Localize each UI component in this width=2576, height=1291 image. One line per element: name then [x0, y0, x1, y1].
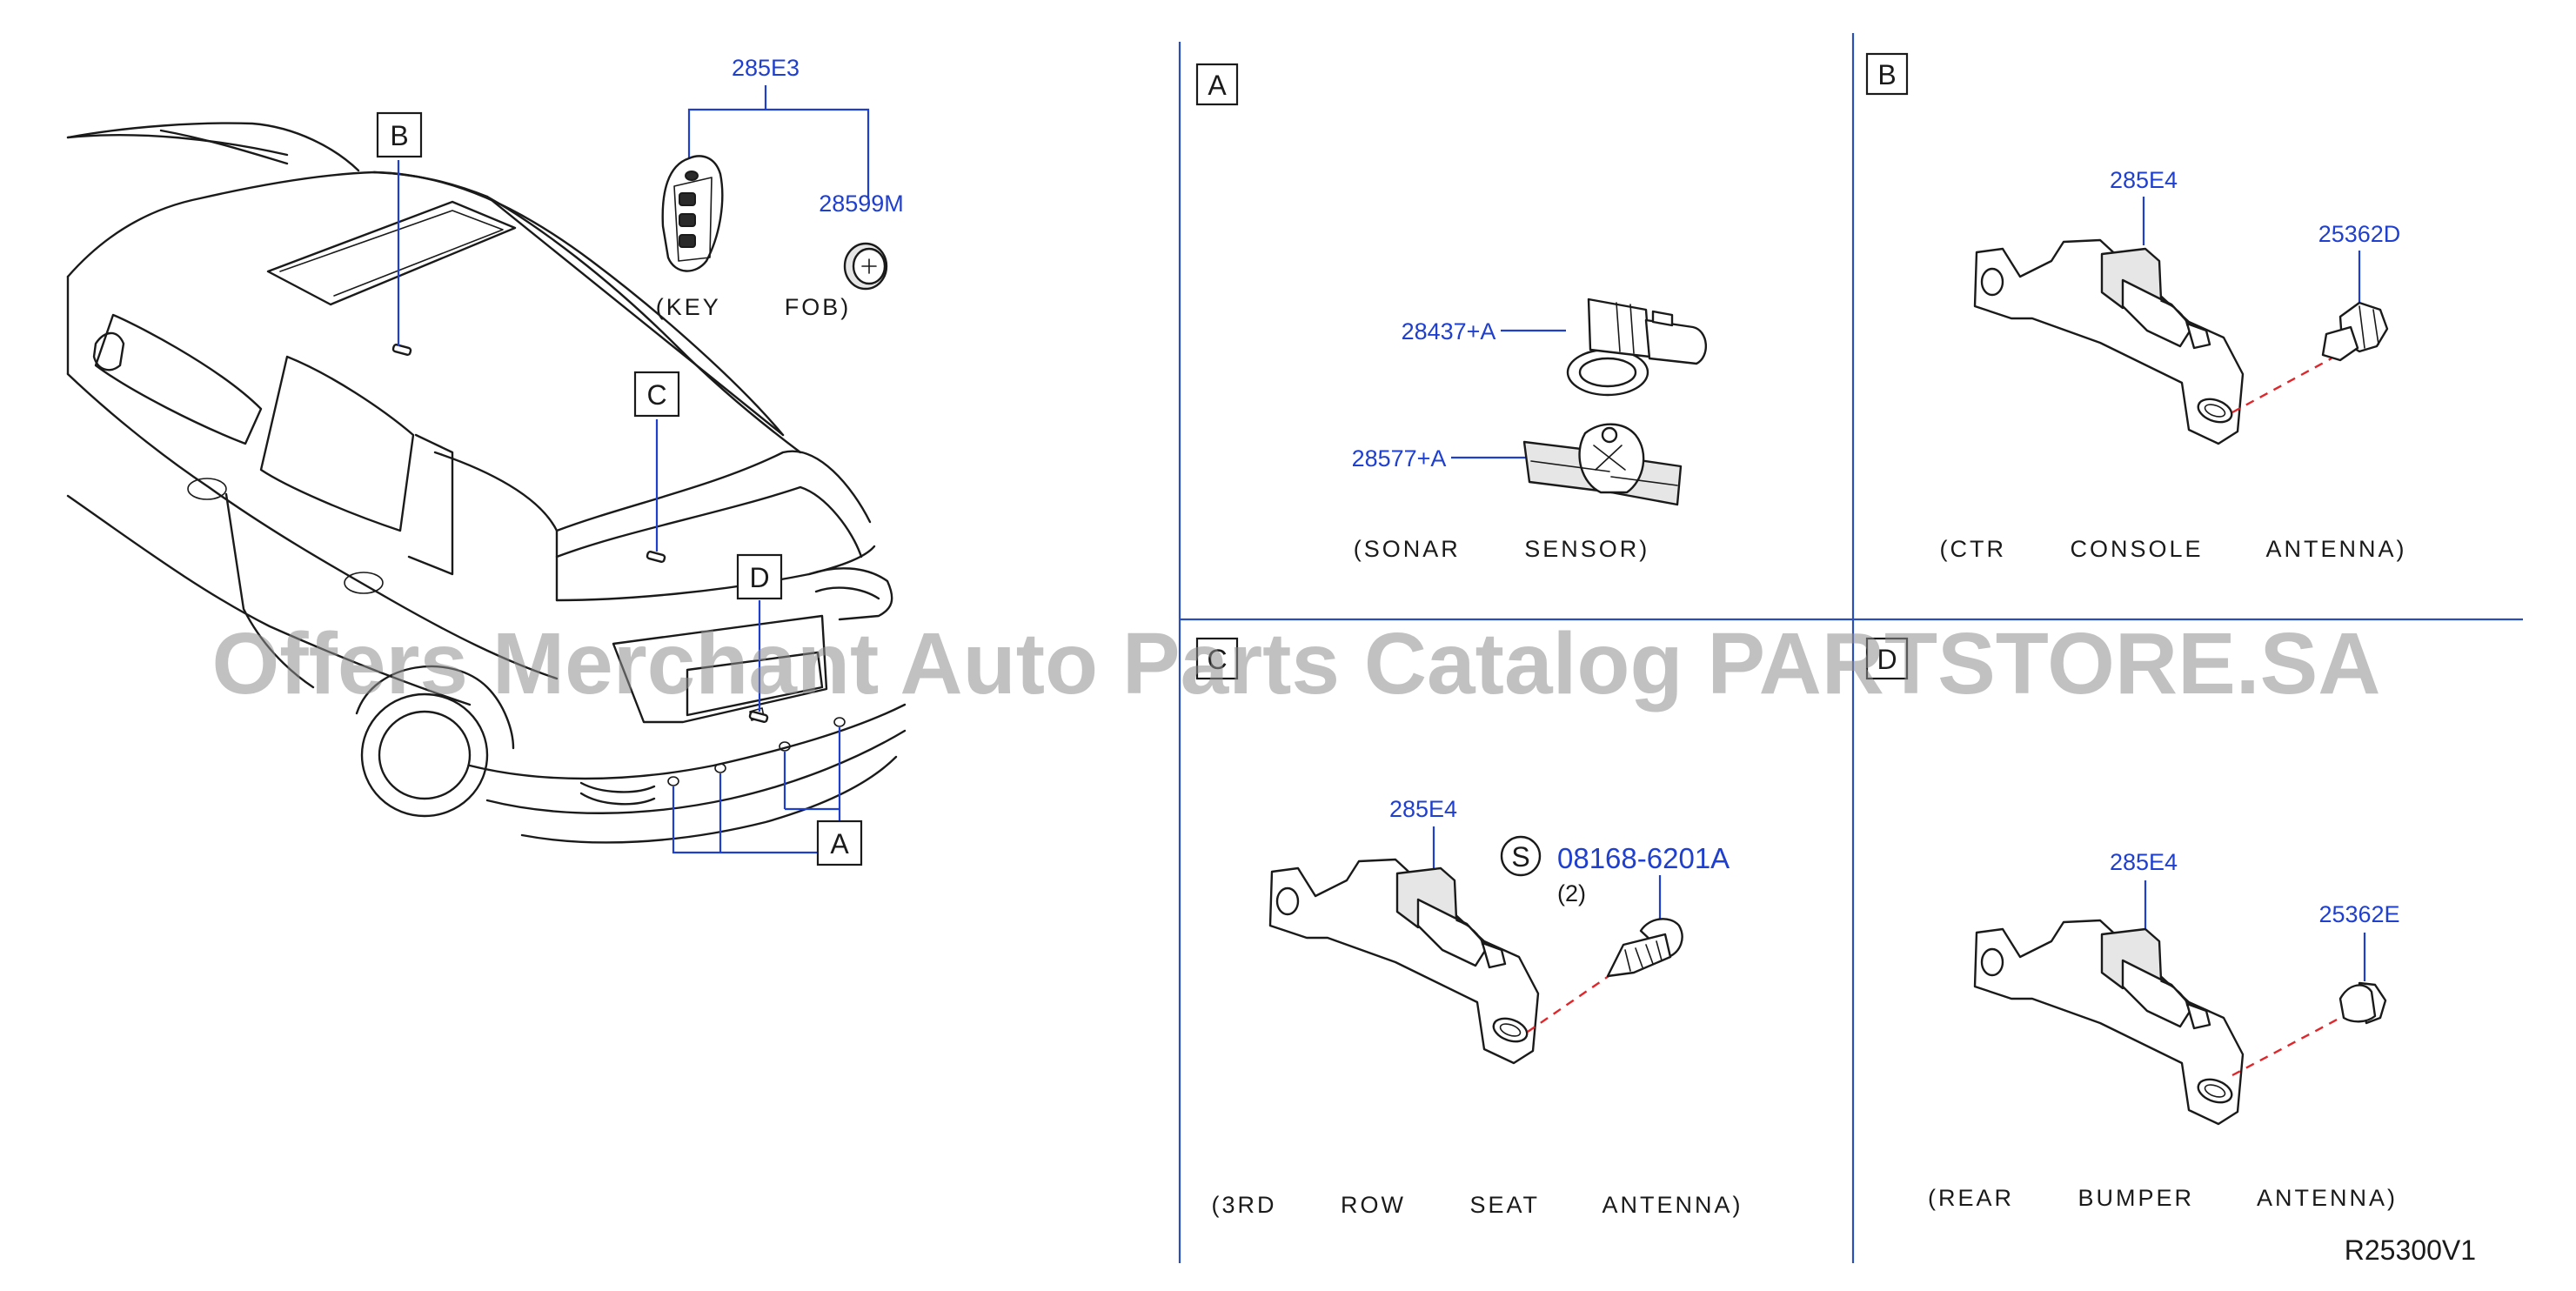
svg-text:D: D [1877, 644, 1897, 675]
caption-key-fob: (KEY FOB) [656, 294, 852, 320]
svg-text:S: S [1511, 841, 1529, 873]
key-fob-group: 285E3 28599M (KEY FOB) [656, 55, 904, 320]
antenna-bracket-icon-d [1973, 919, 2245, 1126]
panel-d-rear-bumper-antenna: D 285E4 25362E (REAR BUMPER ANTENNA) [1865, 637, 2400, 1211]
svg-text:B: B [1877, 59, 1896, 90]
clip-icon-b [2321, 301, 2389, 362]
callout-a-vehicle: A [816, 819, 863, 866]
part-number-285e4-b: 285E4 [2110, 167, 2178, 193]
watermark-text: Offers Merchant Auto Parts Catalog PARTS… [212, 615, 2381, 712]
svg-text:B: B [390, 120, 408, 151]
caption-ctr-console-antenna: (CTR CONSOLE ANTENNA) [1939, 536, 2406, 562]
part-number-285e4-d: 285E4 [2110, 849, 2178, 875]
vehicle-illustration [66, 122, 907, 844]
part-number-08168-6201a: 08168-6201A [1557, 842, 1730, 874]
vehicle-callout-leaders [397, 160, 841, 854]
callout-c-vehicle: C [633, 371, 680, 418]
diagram-reference-number: R25300V1 [2345, 1234, 2476, 1266]
antenna-bracket-icon-c [1268, 858, 1540, 1065]
svg-text:C: C [1207, 644, 1227, 675]
svg-text:D: D [749, 562, 769, 593]
caption-sonar-sensor: (SONAR SENSOR) [1354, 536, 1650, 562]
part-number-28599m: 28599M [819, 191, 904, 217]
battery-icon [843, 242, 888, 291]
caption-third-row-antenna: (3RD ROW SEAT ANTENNA) [1211, 1192, 1743, 1218]
screw-quantity: (2) [1557, 880, 1586, 906]
panel-separators [1178, 33, 2523, 1263]
part-number-28577-a: 28577+A [1352, 445, 1447, 472]
screw-icon [1606, 918, 1683, 978]
sonar-bracket-icon [1522, 423, 1683, 506]
antenna-bracket-icon-b [1973, 238, 2245, 445]
part-number-285e4-c: 285E4 [1389, 796, 1457, 822]
part-number-28437-a: 28437+A [1402, 318, 1496, 344]
clip-icon-d [2338, 981, 2387, 1025]
svg-text:A: A [830, 828, 849, 860]
part-number-285e3: 285E3 [732, 55, 800, 81]
callout-d-vehicle: D [736, 553, 783, 600]
panel-b-ctr-console-antenna: B 285E4 25362D (CTR CONSOLE ANTENNA) [1865, 52, 2406, 562]
screw-standard-symbol: S [1500, 835, 1542, 877]
part-number-25362d: 25362D [2318, 221, 2401, 247]
panel-a-sonar-sensor: A 28437+A 28577+A (SONAR SENSOR) [1195, 63, 1708, 562]
part-number-25362e: 25362E [2318, 901, 2399, 927]
svg-text:C: C [646, 379, 666, 411]
caption-rear-bumper-antenna: (REAR BUMPER ANTENNA) [1928, 1185, 2398, 1211]
svg-text:A: A [1208, 70, 1227, 101]
sonar-sensor-icon [1566, 298, 1708, 397]
panel-c-third-row-antenna: C 285E4 S 08168-6201A (2) (3RD ROW SEAT … [1195, 637, 1743, 1218]
callout-b-vehicle: B [376, 111, 423, 158]
